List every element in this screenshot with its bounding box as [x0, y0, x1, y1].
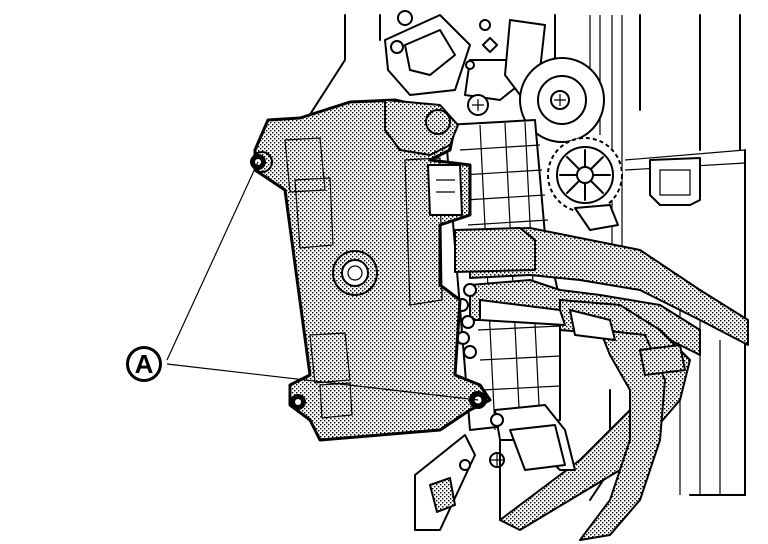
actuator-housing: [251, 98, 492, 442]
connector-plugs: [454, 227, 616, 359]
callout-a: A: [126, 346, 162, 382]
linkage-mechanism: [384, 10, 546, 116]
leader-lines: [166, 161, 479, 401]
callout-label: A: [134, 348, 154, 379]
mounting-clip: [574, 157, 701, 231]
gear-wheel: [547, 137, 623, 213]
lower-bracket: [414, 404, 576, 531]
cam-wheel: [519, 57, 605, 143]
